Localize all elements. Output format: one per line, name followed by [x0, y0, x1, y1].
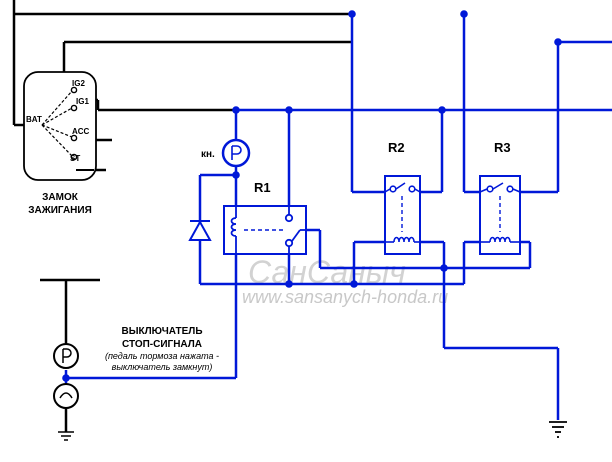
push-button	[221, 138, 251, 168]
label-st: ST	[70, 154, 80, 163]
label-button: кн.	[201, 149, 215, 160]
ignition-switch-blades	[41, 90, 73, 157]
brake-lamp	[53, 383, 79, 409]
relay-r1	[223, 205, 307, 255]
relay-r3	[479, 175, 521, 255]
brake-switch-title-line2: СТОП-СИГНАЛА	[122, 339, 202, 350]
ground-symbol-left	[58, 431, 74, 441]
label-acc: ACC	[72, 127, 90, 136]
label-r1: R1	[254, 180, 271, 195]
r1-coil	[230, 206, 237, 254]
watermark-url: www.sansanych-honda.ru	[242, 287, 448, 307]
label-bat: BAT	[26, 115, 42, 124]
label-r2: R2	[388, 140, 405, 155]
ignition-title-line2: ЗАЖИГАНИЯ	[28, 205, 92, 216]
ignition-switch: IG2 IG1 BAT ACC ST	[23, 71, 97, 181]
brake-switch-note-line2: выключатель замкнут)	[112, 362, 213, 372]
relay-r2	[384, 175, 421, 255]
ignition-contacts	[70, 86, 78, 161]
r1-contacts	[284, 206, 306, 254]
black-wiring	[12, 0, 352, 432]
label-ig1: IG1	[76, 97, 89, 106]
ignition-title-line1: ЗАМОК	[42, 192, 79, 203]
junction-dots	[62, 10, 562, 382]
brake-switch-note-line1: (педаль тормоза нажата -	[105, 351, 219, 361]
brake-switch-title-line1: ВЫКЛЮЧАТЕЛЬ	[121, 326, 202, 337]
label-ig2: IG2	[72, 79, 85, 88]
diode	[188, 219, 212, 241]
brake-switch	[53, 343, 79, 369]
label-r3: R3	[494, 140, 511, 155]
ground-symbol-right	[549, 421, 567, 438]
